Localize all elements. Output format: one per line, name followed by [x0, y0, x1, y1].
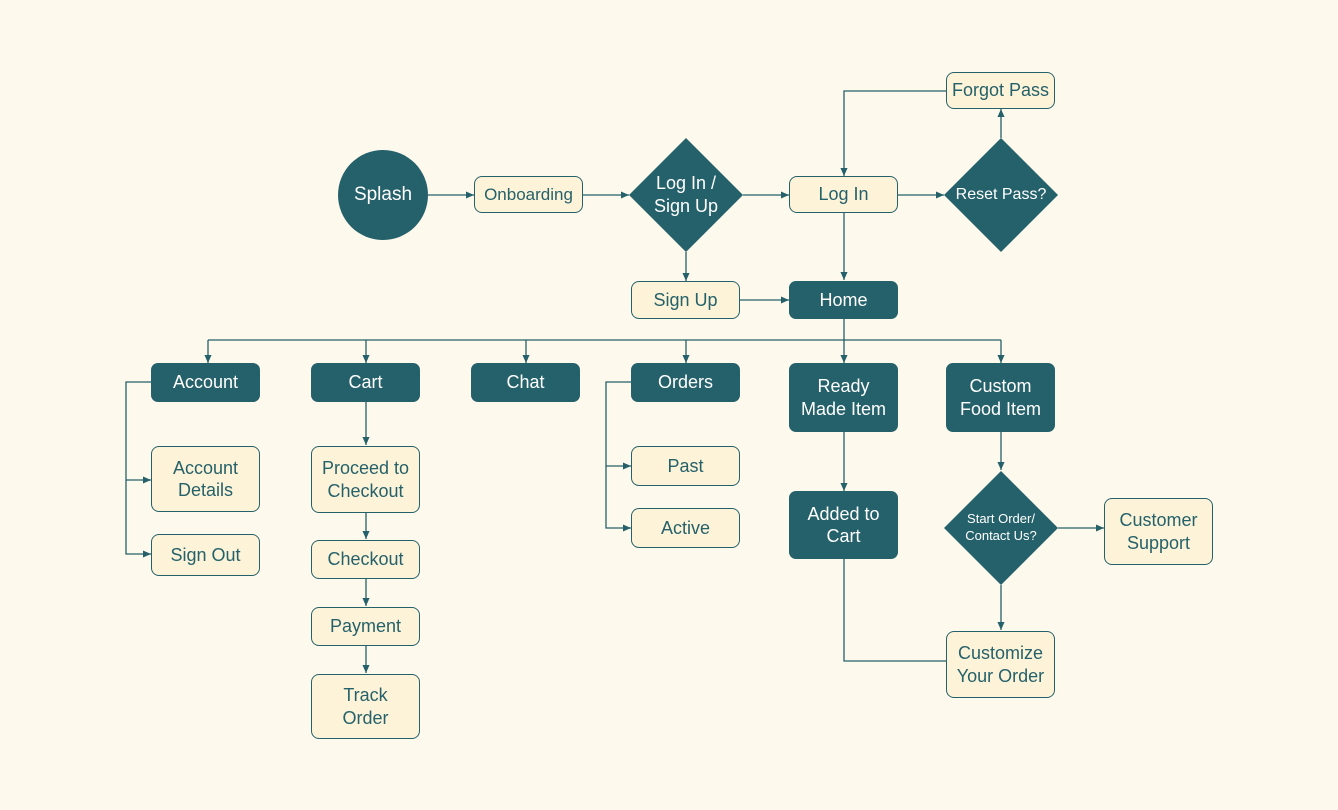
payment-node: Payment: [311, 607, 420, 646]
checkout-node: Checkout: [311, 540, 420, 579]
reset-pass-decision: Reset Pass?: [944, 138, 1058, 252]
splash-node: Splash: [338, 150, 428, 240]
chat-node: Chat: [471, 363, 580, 402]
edge-orders-active: [605, 466, 631, 532]
edge-home-bus: [208, 319, 1001, 341]
diamond-shape: [944, 471, 1058, 585]
orders-node: Orders: [631, 363, 740, 402]
ready-made-node: Ready Made Item: [789, 363, 898, 432]
diamond-shape: [944, 138, 1058, 252]
customer-support-node: Customer Support: [1104, 498, 1213, 565]
home-node: Home: [789, 281, 898, 319]
proceed-to-checkout-node: Proceed to Checkout: [311, 446, 420, 513]
sign-out-node: Sign Out: [151, 534, 260, 576]
account-details-node: Account Details: [151, 446, 260, 512]
cart-node: Cart: [311, 363, 420, 402]
start-order-label: Start Order/ Contact Us?: [965, 511, 1037, 543]
edge-customize-addedtocart: [843, 559, 946, 662]
reset-pass-label: Reset Pass?: [955, 185, 1047, 203]
edge-account-details: [125, 381, 151, 484]
account-node: Account: [151, 363, 260, 402]
login-signup-decision: Log In / Sign Up: [629, 138, 743, 252]
active-node: Active: [631, 508, 740, 548]
login-signup-label: Log In / Sign Up: [653, 172, 719, 216]
customize-order-node: Customize Your Order: [946, 631, 1055, 698]
onboarding-node: Onboarding: [474, 176, 583, 213]
signup-node: Sign Up: [631, 281, 740, 319]
start-order-decision: Start Order/ Contact Us?: [944, 471, 1058, 585]
edge-account-signout: [125, 480, 151, 558]
edge-forgotpass-login: [840, 90, 946, 176]
login-node: Log In: [789, 176, 898, 213]
edge-orders-past: [605, 381, 631, 470]
past-node: Past: [631, 446, 740, 486]
added-to-cart-node: Added to Cart: [789, 491, 898, 559]
forgot-pass-node: Forgot Pass: [946, 72, 1055, 109]
diamond-shape: [629, 138, 743, 252]
track-order-node: Track Order: [311, 674, 420, 739]
custom-food-node: Custom Food Item: [946, 363, 1055, 432]
